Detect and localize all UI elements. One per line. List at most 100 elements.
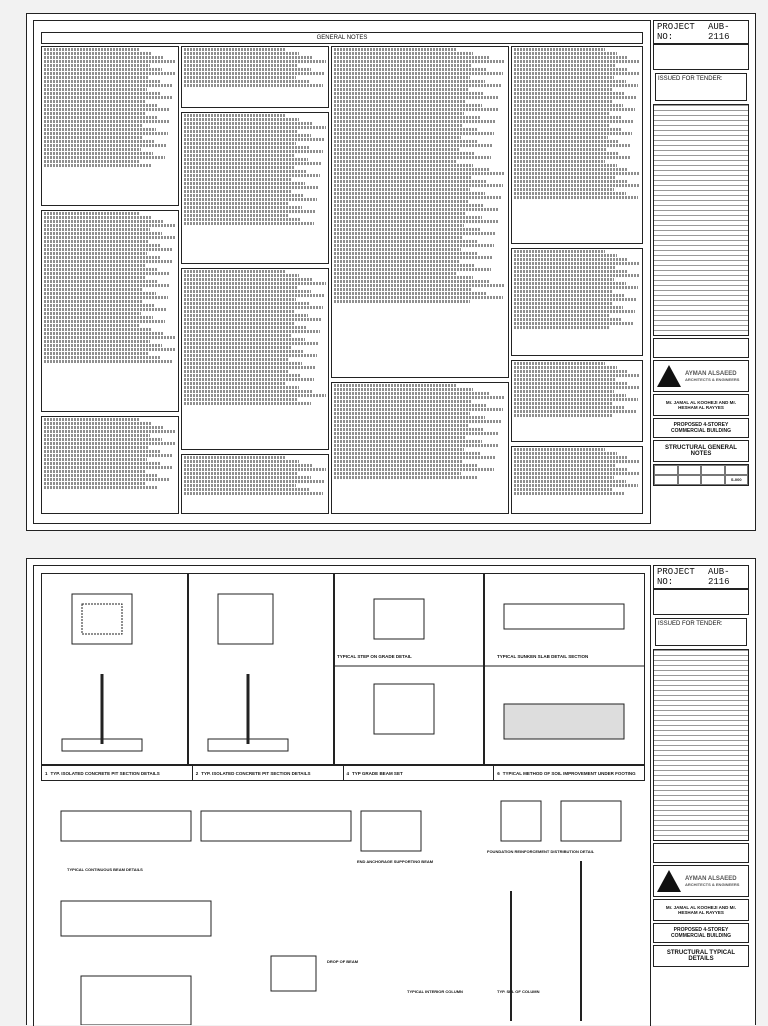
note-line bbox=[334, 412, 470, 415]
note-line bbox=[44, 446, 149, 449]
note-line bbox=[514, 394, 626, 397]
note-line bbox=[514, 176, 616, 179]
revision-row bbox=[654, 120, 748, 125]
note-line bbox=[514, 156, 630, 159]
note-line bbox=[44, 328, 152, 331]
revision-row bbox=[654, 210, 748, 215]
note-line bbox=[44, 462, 160, 465]
note-line bbox=[514, 72, 639, 75]
note-line bbox=[514, 196, 638, 199]
caption-5: TYPICAL SUNKEN SLAB DETAIL SECTION bbox=[497, 654, 589, 659]
note-line bbox=[334, 128, 479, 131]
pit-plan-drawing bbox=[207, 593, 289, 752]
note-line bbox=[514, 88, 613, 91]
note-line bbox=[514, 318, 622, 321]
note-line bbox=[184, 374, 301, 377]
note-line bbox=[44, 260, 172, 263]
note-line bbox=[514, 310, 635, 313]
note-line bbox=[514, 282, 626, 285]
note-line bbox=[514, 52, 617, 55]
note-line bbox=[514, 76, 615, 79]
notes-block bbox=[181, 112, 329, 264]
note-line bbox=[44, 72, 175, 75]
note-line bbox=[514, 456, 629, 459]
note-line bbox=[44, 236, 175, 239]
note-line bbox=[514, 286, 638, 289]
notes-title: GENERAL NOTES bbox=[41, 32, 643, 44]
note-line bbox=[514, 48, 605, 51]
note-line bbox=[184, 114, 287, 117]
note-line bbox=[334, 188, 470, 191]
note-line bbox=[184, 130, 298, 133]
note-line bbox=[44, 442, 175, 445]
note-line bbox=[334, 432, 500, 435]
note-line bbox=[334, 192, 486, 195]
note-line bbox=[184, 326, 307, 329]
note-line bbox=[334, 84, 502, 87]
revision-row bbox=[654, 275, 748, 280]
note-line bbox=[514, 266, 616, 269]
note-line bbox=[334, 216, 482, 219]
revision-row bbox=[654, 765, 748, 770]
note-line bbox=[44, 280, 157, 283]
note-line bbox=[44, 352, 149, 355]
note-line bbox=[334, 132, 495, 135]
note-line bbox=[514, 278, 615, 281]
note-line bbox=[184, 56, 313, 59]
revision-row bbox=[654, 705, 748, 710]
note-line bbox=[44, 422, 152, 425]
note-line bbox=[334, 300, 470, 303]
revision-row bbox=[654, 195, 748, 200]
revision-row bbox=[654, 820, 748, 825]
note-line bbox=[184, 214, 288, 217]
notes-frame bbox=[33, 20, 651, 524]
note-line bbox=[184, 178, 293, 181]
note-line bbox=[44, 92, 160, 95]
note-line bbox=[334, 172, 505, 175]
note-line bbox=[184, 318, 322, 321]
firm-logo: AYMAN ALSAEED ARCHITECTS & ENGINEERS bbox=[653, 360, 749, 392]
project-number: PROJECT NO: AUB-2116 bbox=[653, 20, 749, 44]
note-line bbox=[514, 448, 605, 451]
note-line bbox=[184, 342, 319, 345]
note-line bbox=[334, 288, 472, 291]
note-line bbox=[184, 398, 298, 401]
note-line bbox=[514, 468, 628, 471]
notes-block bbox=[41, 210, 179, 412]
sunken-slab-drawing bbox=[484, 603, 644, 740]
note-line bbox=[44, 212, 140, 215]
revision-row bbox=[654, 685, 748, 690]
note-line bbox=[44, 104, 159, 107]
note-line bbox=[184, 84, 323, 87]
note-line bbox=[514, 294, 625, 297]
note-line bbox=[334, 416, 486, 419]
title-block: PROJECT NO: AUB-2116 ISSUED FOR TENDER: … bbox=[653, 565, 749, 969]
note-line bbox=[44, 240, 149, 243]
detail-cell-3-4 bbox=[333, 573, 485, 765]
revision-row bbox=[654, 220, 748, 225]
revision-row bbox=[654, 290, 748, 295]
revision-row bbox=[654, 175, 748, 180]
note-line bbox=[514, 64, 616, 67]
note-line bbox=[514, 464, 616, 467]
revision-row bbox=[654, 650, 748, 655]
note-line bbox=[334, 456, 496, 459]
note-line bbox=[334, 208, 500, 211]
note-line bbox=[514, 112, 611, 115]
firm-sub: ARCHITECTS & ENGINEERS bbox=[685, 881, 740, 887]
note-line bbox=[44, 164, 152, 167]
revision-row bbox=[654, 225, 748, 230]
note-line bbox=[334, 228, 481, 231]
revision-row bbox=[654, 295, 748, 300]
note-line bbox=[334, 136, 461, 139]
note-line bbox=[184, 282, 326, 285]
note-line bbox=[514, 402, 613, 405]
note-line bbox=[334, 388, 474, 391]
note-line bbox=[334, 184, 503, 187]
note-line bbox=[184, 290, 312, 293]
revision-row bbox=[654, 110, 748, 115]
revision-row bbox=[654, 145, 748, 150]
note-line bbox=[334, 248, 461, 251]
revision-row bbox=[654, 270, 748, 275]
note-line bbox=[334, 392, 489, 395]
